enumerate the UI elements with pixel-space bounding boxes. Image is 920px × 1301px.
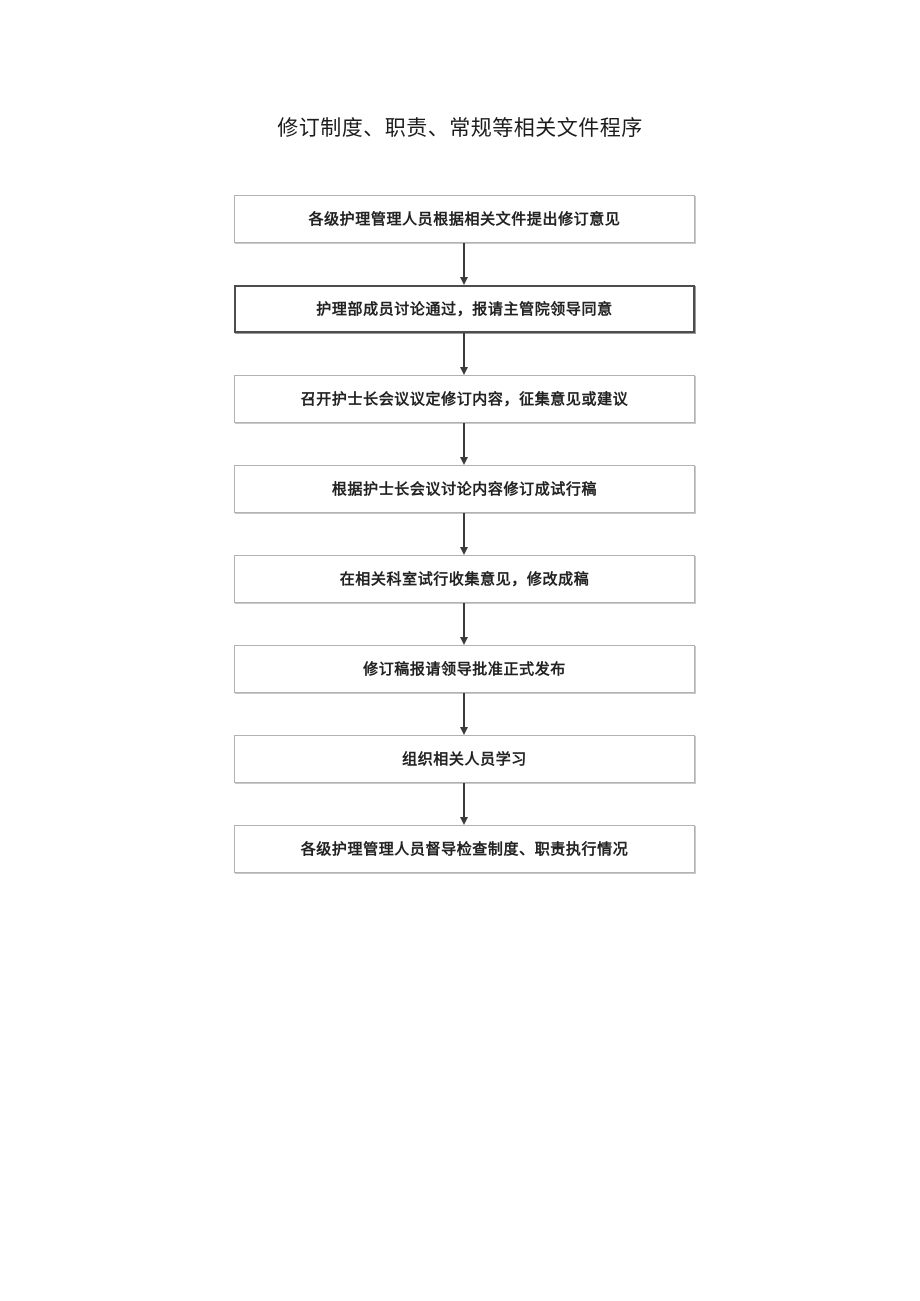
flowchart: 各级护理管理人员根据相关文件提出修订意见护理部成员讨论通过，报请主管院领导同意召… (234, 195, 695, 873)
flow-node-label: 在相关科室试行收集意见，修改成稿 (339, 570, 590, 588)
flow-connector-arrow (460, 333, 469, 375)
flow-connector-arrow (460, 603, 469, 645)
connector-line (463, 513, 465, 548)
flow-connector-arrow (460, 423, 469, 465)
flow-node-2[interactable]: 护理部成员讨论通过，报请主管院领导同意 (234, 285, 695, 333)
flow-node-label: 组织相关人员学习 (402, 750, 527, 768)
connector-line (463, 693, 465, 728)
arrowhead-down-icon (460, 727, 468, 735)
flow-node-label: 各级护理管理人员根据相关文件提出修订意见 (308, 210, 621, 228)
flow-node-label: 修订稿报请领导批准正式发布 (363, 660, 566, 678)
flow-node-8[interactable]: 各级护理管理人员督导检查制度、职责执行情况 (234, 825, 695, 873)
arrowhead-down-icon (460, 547, 468, 555)
flow-node-label: 护理部成员讨论通过，报请主管院领导同意 (316, 300, 613, 318)
flow-connector-arrow (460, 783, 469, 825)
flow-node-label: 根据护士长会议讨论内容修订成试行稿 (331, 480, 598, 498)
connector-line (463, 243, 465, 278)
flow-node-label: 召开护士长会议议定修订内容，征集意见或建议 (300, 390, 629, 408)
page-title: 修订制度、职责、常规等相关文件程序 (277, 116, 643, 140)
arrowhead-down-icon (460, 367, 468, 375)
arrowhead-down-icon (460, 637, 468, 645)
flow-node-4[interactable]: 根据护士长会议讨论内容修订成试行稿 (234, 465, 695, 513)
connector-line (463, 423, 465, 458)
flow-connector-arrow (460, 243, 469, 285)
flow-node-1[interactable]: 各级护理管理人员根据相关文件提出修订意见 (234, 195, 695, 243)
flow-node-5[interactable]: 在相关科室试行收集意见，修改成稿 (234, 555, 695, 603)
arrowhead-down-icon (460, 277, 468, 285)
flow-node-6[interactable]: 修订稿报请领导批准正式发布 (234, 645, 695, 693)
flow-connector-arrow (460, 693, 469, 735)
flow-connector-arrow (460, 513, 469, 555)
connector-line (463, 333, 465, 368)
arrowhead-down-icon (460, 457, 468, 465)
connector-line (463, 783, 465, 818)
flow-node-3[interactable]: 召开护士长会议议定修订内容，征集意见或建议 (234, 375, 695, 423)
flow-node-label: 各级护理管理人员督导检查制度、职责执行情况 (300, 840, 629, 858)
arrowhead-down-icon (460, 817, 468, 825)
connector-line (463, 603, 465, 638)
flow-node-7[interactable]: 组织相关人员学习 (234, 735, 695, 783)
